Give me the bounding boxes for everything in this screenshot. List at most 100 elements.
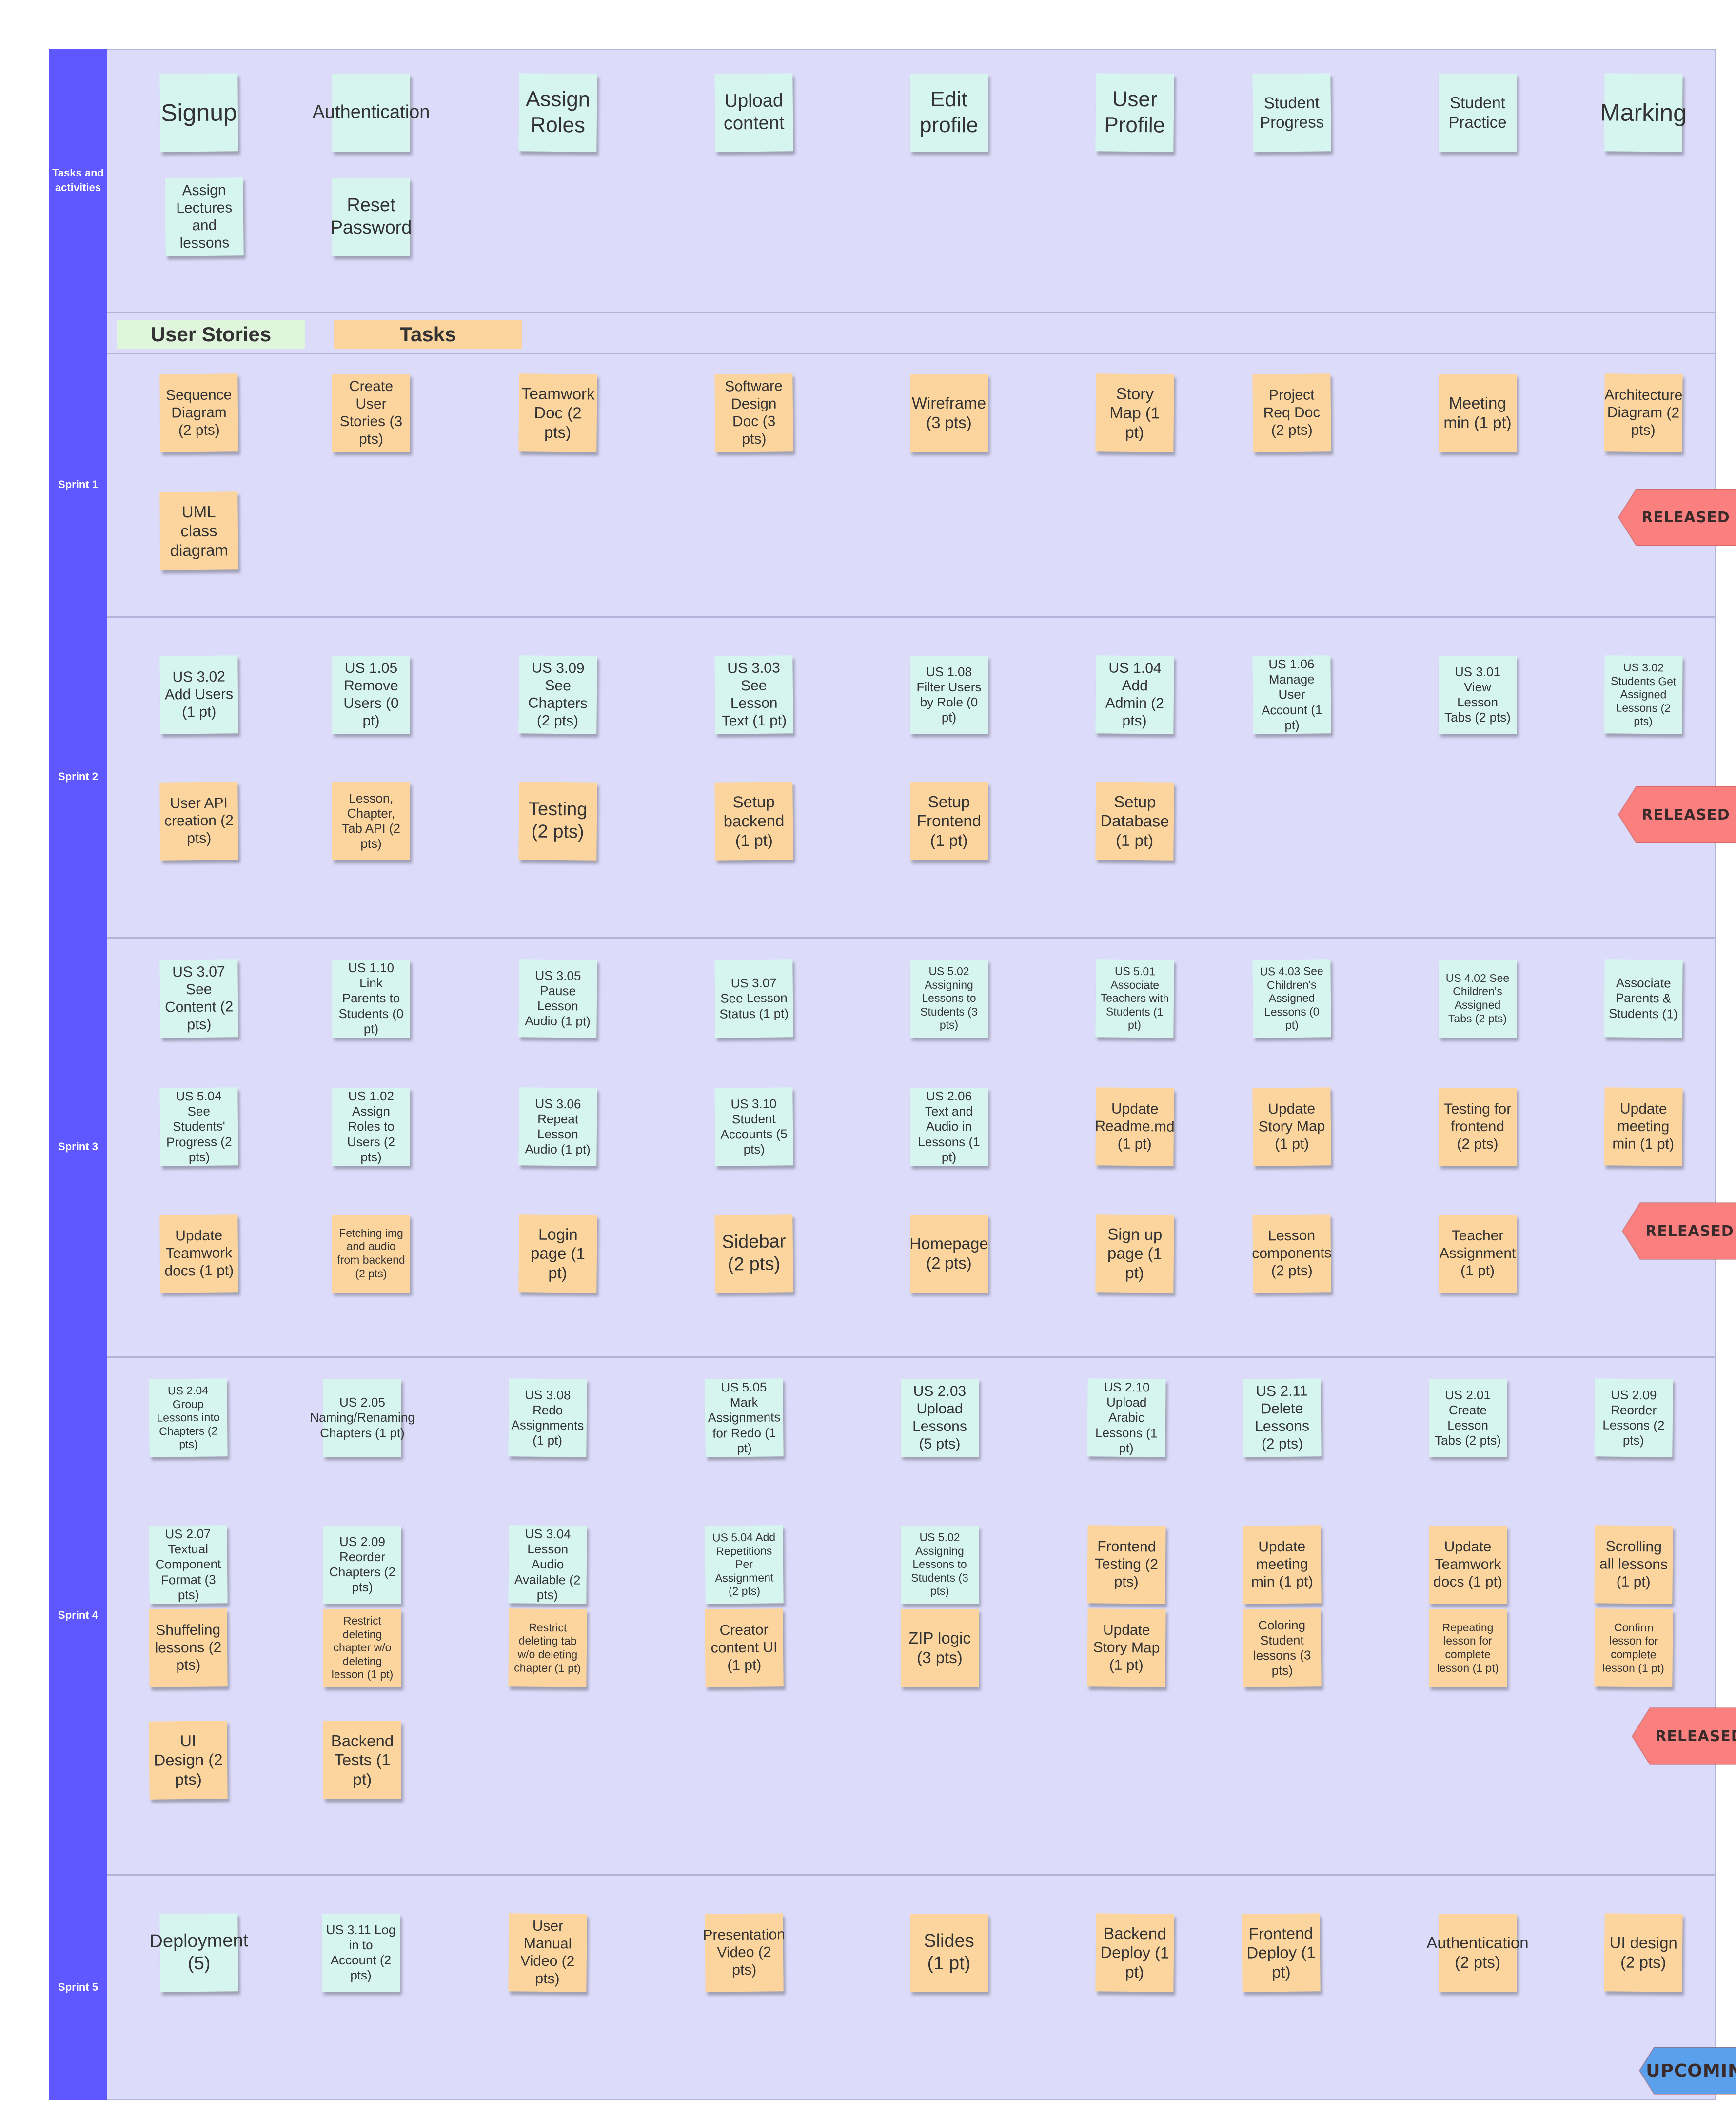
task-note[interactable]: Authentication (2 pts) [1426, 1914, 1529, 1992]
user-story-note[interactable]: US 3.06 Repeat Lesson Audio (1 pt) [518, 1087, 597, 1166]
user-story-note[interactable]: US 5.04 Add Repetitions Per Assignment (… [705, 1525, 784, 1604]
task-note[interactable]: Homepage (2 pts) [909, 1215, 988, 1293]
user-story-note[interactable]: US 3.07 See Lesson Status (1 pt) [714, 959, 793, 1038]
task-note[interactable]: Frontend Testing (2 pts) [1087, 1525, 1166, 1604]
task-note[interactable]: UI Design (2 pts) [149, 1721, 228, 1800]
task-note[interactable]: Frontend Deploy (1 pt) [1242, 1913, 1321, 1992]
task-note[interactable]: Sign up page (1 pt) [1095, 1214, 1174, 1293]
user-story-note[interactable]: US 2.09 Reorder Chapters (2 pts) [323, 1526, 401, 1604]
task-note[interactable]: Architecture Diagram (2 pts) [1604, 373, 1683, 452]
task-note[interactable]: Software Design Doc (3 pts) [714, 373, 793, 452]
task-note[interactable]: Setup backend (1 pt) [714, 782, 793, 861]
task-note[interactable]: Login page (1 pt) [518, 1214, 597, 1293]
user-story-note[interactable]: US 5.02 Assigning Lessons to Students (3… [910, 960, 988, 1038]
user-story-note[interactable]: Edit profile [910, 74, 988, 152]
user-story-note[interactable]: US 3.03 See Lesson Text (1 pt) [714, 655, 793, 734]
user-story-note[interactable]: US 5.01 Associate Teachers with Students… [1095, 959, 1174, 1038]
user-story-note[interactable]: Upload content [714, 73, 793, 152]
task-note[interactable]: Restrict deleting tab w/o deleting chapt… [508, 1608, 587, 1687]
user-story-note[interactable]: US 2.09 Reorder Lessons (2 pts) [1594, 1378, 1673, 1457]
task-note[interactable]: Coloring Student lessons (3 pts) [1243, 1608, 1322, 1687]
user-story-note[interactable]: Marking [1600, 73, 1687, 152]
task-note[interactable]: Slides (1 pt) [910, 1914, 988, 1992]
user-story-note[interactable]: US 5.04 See Students' Progress (2 pts) [159, 1087, 238, 1166]
user-story-note[interactable]: US 3.04 Lesson Audio Available (2 pts) [508, 1525, 587, 1604]
user-story-note[interactable]: US 2.11 Delete Lessons (2 pts) [1243, 1378, 1322, 1457]
task-note[interactable]: User API creation (2 pts) [159, 782, 238, 861]
user-story-note[interactable]: US 2.06 Text and Audio in Lessons (1 pt) [910, 1088, 988, 1166]
user-story-note[interactable]: US 2.05 Naming/Renaming Chapters (1 pt) [310, 1379, 415, 1457]
user-story-note[interactable]: US 3.02 Add Users (1 pt) [159, 655, 238, 734]
task-note[interactable]: Shuffeling lessons (2 pts) [149, 1608, 228, 1687]
user-story-note[interactable]: User Profile [1095, 73, 1174, 152]
user-story-note[interactable]: US 2.03 Upload Lessons (5 pts) [901, 1379, 979, 1457]
user-story-note[interactable]: Signup [159, 73, 238, 152]
task-note[interactable]: Creator content UI (1 pt) [705, 1608, 784, 1687]
task-note[interactable]: Update Teamwork docs (1 pt) [1429, 1526, 1507, 1604]
task-note[interactable]: Update Story Map (1 pt) [1087, 1608, 1166, 1687]
task-note[interactable]: Restrict deleting chapter w/o deleting l… [323, 1609, 401, 1687]
user-story-note[interactable]: US 1.08 Filter Users by Role (0 pt) [910, 656, 988, 734]
task-note[interactable]: Update meeting min (1 pt) [1604, 1087, 1683, 1166]
task-note[interactable]: Testing for frontend (2 pts) [1439, 1088, 1517, 1166]
user-story-note[interactable]: US 2.10 Upload Arabic Lessons (1 pt) [1087, 1378, 1166, 1457]
user-story-note[interactable]: Authentication [313, 74, 430, 152]
task-note[interactable]: UML class diagram [159, 491, 238, 570]
task-note[interactable]: Sequence Diagram (2 pts) [159, 373, 238, 452]
user-story-note[interactable]: US 3.07 See Content (2 pts) [159, 959, 238, 1038]
user-story-note[interactable]: US 1.06 Manage User Account (1 pt) [1252, 655, 1331, 734]
user-story-note[interactable]: US 4.02 See Children's Assigned Tabs (2 … [1439, 960, 1517, 1038]
user-story-note[interactable]: Student Progress [1252, 73, 1331, 152]
user-story-note[interactable]: US 1.10 Link Parents to Students (0 pt) [332, 960, 410, 1038]
user-story-note[interactable]: US 3.11 Log in to Account (2 pts) [322, 1914, 400, 1992]
user-story-note[interactable]: Assign Roles [518, 73, 597, 152]
task-note[interactable]: Create User Stories (3 pts) [332, 374, 410, 452]
user-story-note[interactable]: US 2.01 Create Lesson Tabs (2 pts) [1429, 1379, 1507, 1457]
user-story-note[interactable]: US 2.04 Group Lessons into Chapters (2 p… [149, 1378, 228, 1457]
task-note[interactable]: Update Readme.md (1 pt) [1095, 1087, 1175, 1166]
task-note[interactable]: Sidebar (2 pts) [714, 1214, 793, 1293]
task-note[interactable]: Update meeting min (1 pt) [1243, 1525, 1322, 1604]
task-note[interactable]: Update Story Map (1 pt) [1252, 1087, 1331, 1166]
task-note[interactable]: Backend Deploy (1 pt) [1095, 1913, 1174, 1992]
user-story-note[interactable]: Reset Password [331, 178, 412, 256]
task-note[interactable]: User Manual Video (2 pts) [508, 1913, 587, 1992]
task-note[interactable]: Meeting min (1 pt) [1439, 374, 1517, 452]
user-story-note[interactable]: US 1.05 Remove Users (0 pt) [332, 656, 410, 734]
task-note[interactable]: ZIP logic (3 pts) [901, 1609, 979, 1687]
task-note[interactable]: Backend Tests (1 pt) [323, 1721, 401, 1799]
task-note[interactable]: Testing (2 pts) [518, 782, 597, 861]
task-note[interactable]: Story Map (1 pt) [1095, 373, 1174, 452]
user-story-note[interactable]: US 3.09 See Chapters (2 pts) [518, 655, 597, 734]
task-note[interactable]: Lesson components (2 pts) [1252, 1214, 1332, 1293]
task-note[interactable]: Project Req Doc (2 pts) [1252, 373, 1331, 452]
user-story-note[interactable]: US 3.08 Redo Assignments (1 pt) [508, 1378, 587, 1457]
task-note[interactable]: Setup Database (1 pt) [1095, 782, 1174, 861]
task-note[interactable]: Fetching img and audio from backend (2 p… [332, 1215, 410, 1293]
task-note[interactable]: Update Teamwork docs (1 pt) [159, 1214, 238, 1293]
task-note[interactable]: Teacher Assignment (1 pt) [1439, 1215, 1517, 1293]
user-story-note[interactable]: Student Practice [1439, 74, 1517, 152]
user-story-note[interactable]: Deployment (5) [149, 1913, 248, 1992]
user-story-note[interactable]: US 3.10 Student Accounts (5 pts) [714, 1087, 793, 1166]
user-story-note[interactable]: US 5.05 Mark Assignments for Redo (1 pt) [705, 1378, 784, 1457]
task-note[interactable]: Presentation Video (2 pts) [703, 1913, 785, 1992]
user-story-note[interactable]: US 5.02 Assigning Lessons to Students (3… [901, 1526, 979, 1604]
user-story-note[interactable]: US 1.04 Add Admin (2 pts) [1095, 655, 1174, 734]
user-story-note[interactable]: Associate Parents & Students (1) [1604, 959, 1683, 1038]
task-note[interactable]: Lesson, Chapter, Tab API (2 pts) [332, 782, 410, 860]
task-note[interactable]: Scrolling all lessons (1 pt) [1594, 1525, 1673, 1604]
user-story-note[interactable]: US 3.02 Students Get Assigned Lessons (2… [1604, 655, 1683, 734]
user-story-note[interactable]: US 3.05 Pause Lesson Audio (1 pt) [518, 959, 597, 1038]
user-story-note[interactable]: US 3.01 View Lesson Tabs (2 pts) [1439, 656, 1517, 734]
user-story-note[interactable]: US 4.03 See Children's Assigned Lessons … [1252, 959, 1331, 1038]
user-story-note[interactable]: Assign Lectures and lessons [165, 177, 244, 256]
user-story-note[interactable]: US 1.02 Assign Roles to Users (2 pts) [332, 1088, 410, 1166]
task-note[interactable]: Wireframe (3 pts) [910, 374, 988, 452]
task-note[interactable]: Repeating lesson for complete lesson (1 … [1429, 1609, 1507, 1687]
task-note[interactable]: Confirm lesson for complete lesson (1 pt… [1594, 1608, 1673, 1687]
user-story-note[interactable]: US 2.07 Textual Component Format (3 pts) [149, 1525, 228, 1604]
task-note[interactable]: Teamwork Doc (2 pts) [518, 373, 597, 452]
task-note[interactable]: Setup Frontend (1 pt) [910, 782, 988, 860]
task-note[interactable]: UI design (2 pts) [1604, 1913, 1683, 1992]
